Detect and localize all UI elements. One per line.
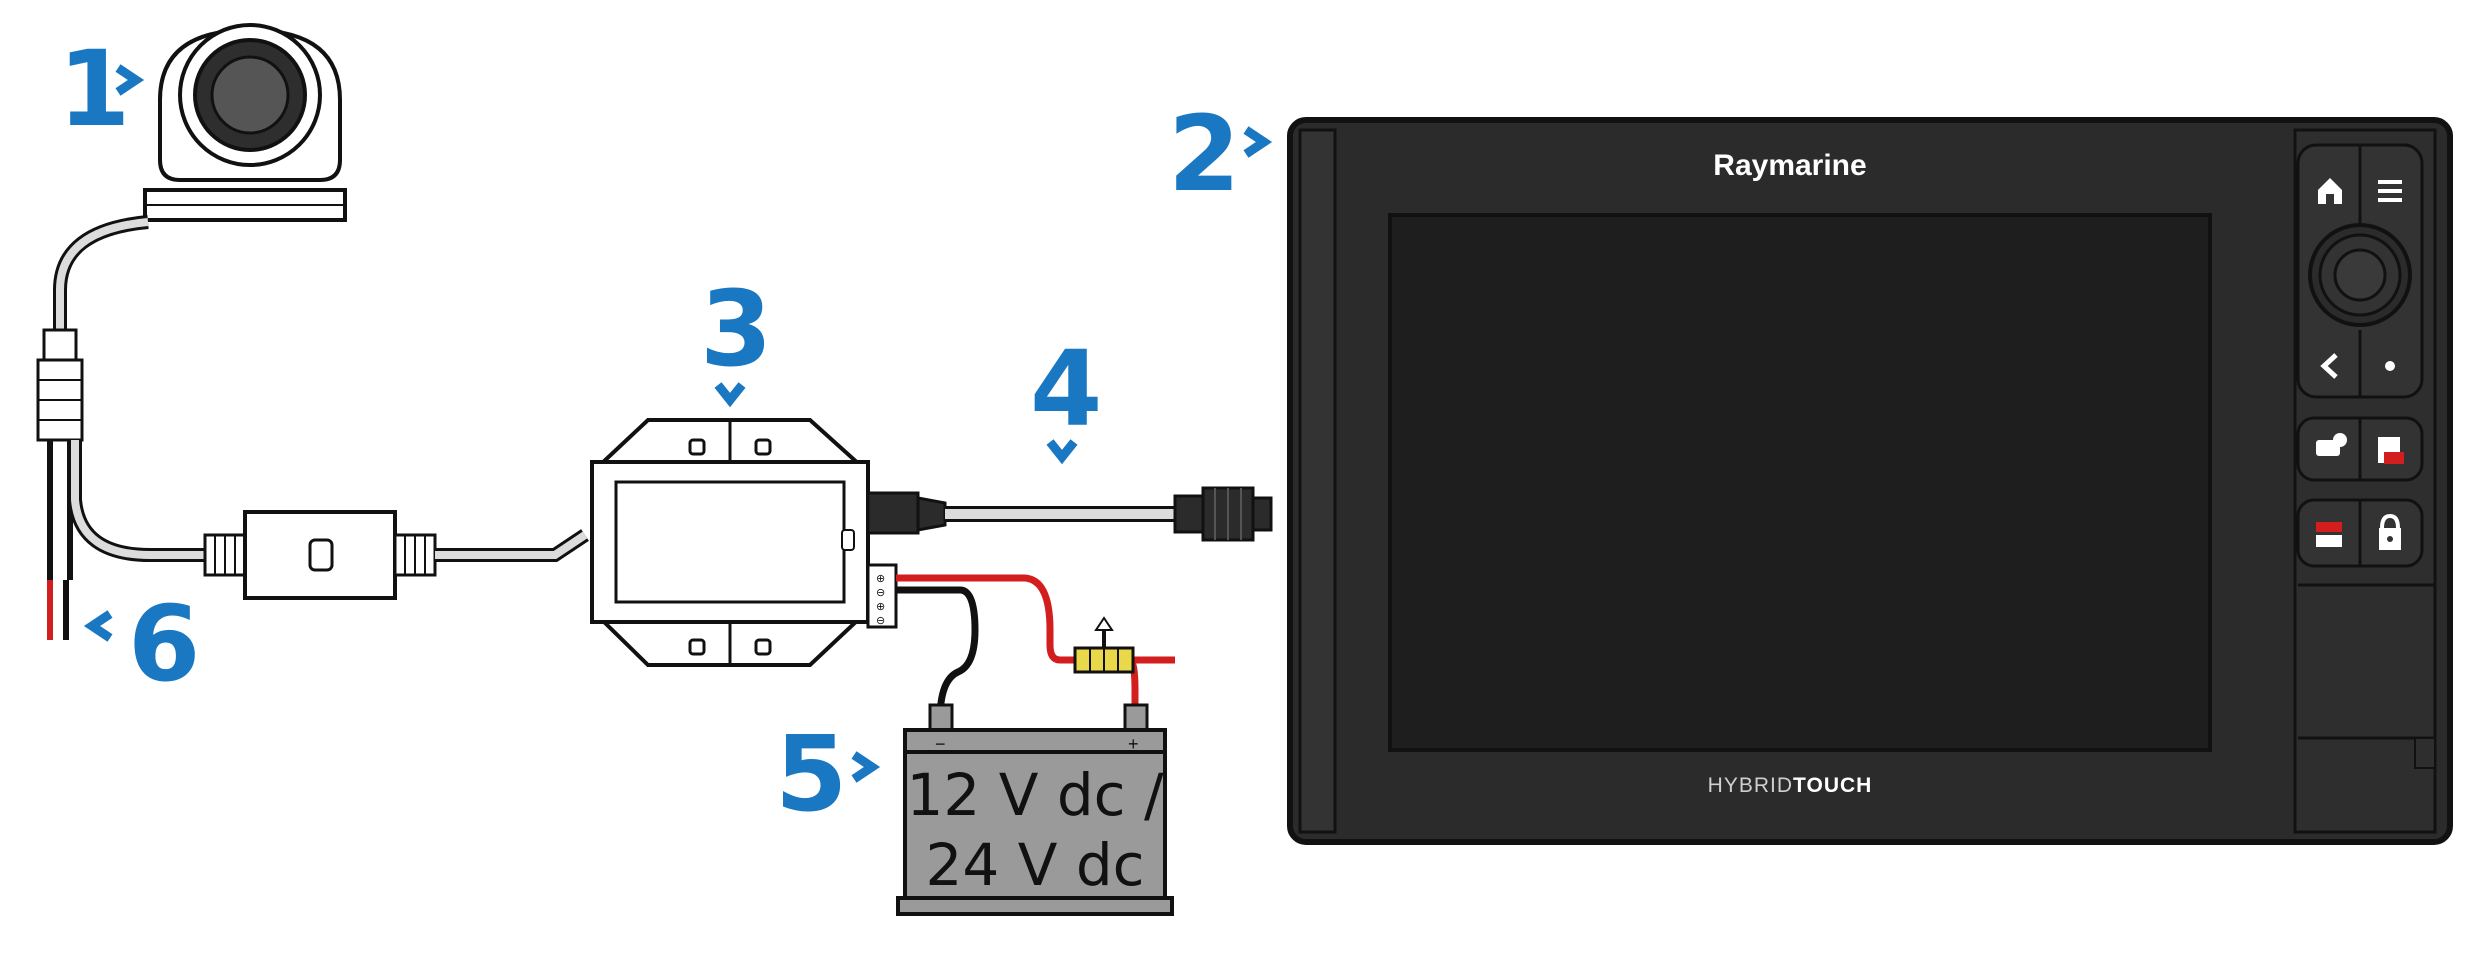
- svg-text:⊕: ⊕: [876, 601, 885, 613]
- battery-terminal-positive: +: [1128, 734, 1139, 754]
- battery-voltage-line1: 12 V dc /: [906, 761, 1163, 829]
- battery-voltage-line2: 24 V dc: [925, 831, 1144, 899]
- svg-text:5: 5: [775, 713, 847, 835]
- lock-icon[interactable]: [2379, 513, 2401, 550]
- callout-2: 2: [1168, 93, 1273, 215]
- pilot-icon[interactable]: [2316, 522, 2342, 547]
- camera-tail-connector: [36, 328, 84, 442]
- svg-text:6: 6: [128, 583, 200, 705]
- hybridtouch-logo: HYBRIDTOUCH: [1708, 774, 1873, 797]
- waypoint-icon[interactable]: [2316, 433, 2347, 456]
- junction-terminal-labels: ⊕ ⊖ ⊕ ⊖: [876, 573, 885, 627]
- mob-icon[interactable]: [2378, 437, 2404, 464]
- back-icon[interactable]: [2320, 353, 2338, 379]
- brand-logo: Raymarine: [1713, 149, 1866, 182]
- callout-3: 3: [700, 268, 772, 408]
- svg-text:4: 4: [1030, 328, 1102, 450]
- power-wires: [896, 574, 1175, 725]
- svg-text:⊖: ⊖: [876, 587, 885, 599]
- battery: [896, 703, 1174, 916]
- unicontrol-joystick[interactable]: [2308, 223, 2412, 327]
- inline-coupler: [203, 510, 437, 600]
- svg-text:2: 2: [1168, 93, 1240, 215]
- callout-1: 1: [58, 28, 145, 150]
- callout-5: 5: [775, 713, 881, 835]
- home-icon[interactable]: [2318, 178, 2342, 204]
- menu-icon[interactable]: [2378, 180, 2402, 202]
- svg-text:⊕: ⊕: [876, 573, 885, 585]
- svg-text:3: 3: [700, 268, 772, 390]
- callout-4: 4: [1030, 328, 1102, 465]
- camera-cable: [53, 215, 149, 330]
- dome-camera: [143, 23, 347, 222]
- junction-box: [590, 418, 898, 667]
- ok-button[interactable]: [2385, 361, 2395, 371]
- network-cable: [866, 486, 1273, 542]
- svg-text:⊖: ⊖: [876, 615, 885, 627]
- multifunction-display: [1287, 117, 2453, 845]
- battery-terminal-negative: −: [935, 734, 946, 754]
- callout-6: 6: [83, 583, 200, 705]
